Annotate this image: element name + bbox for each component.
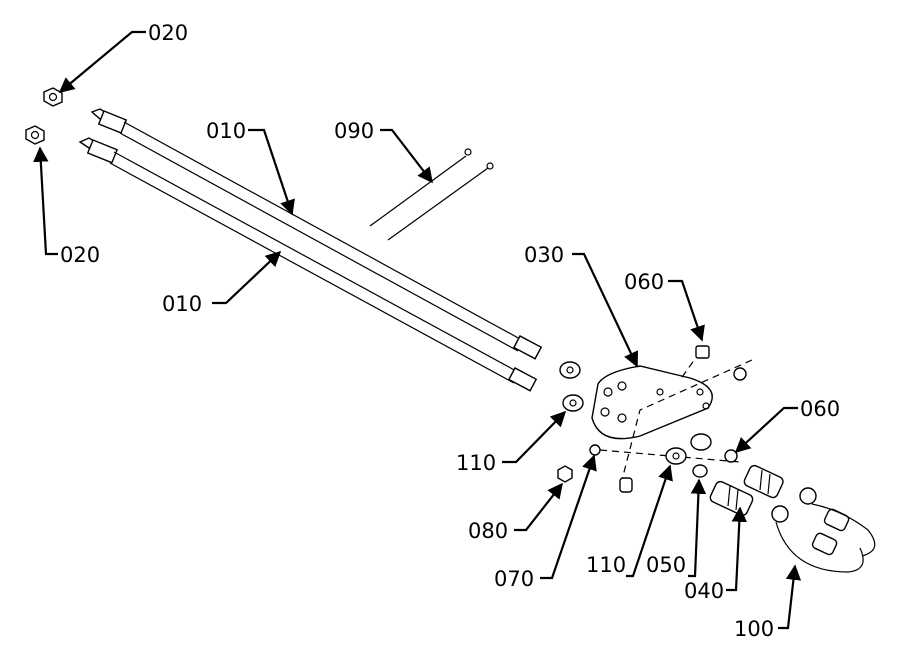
callout-020-top: 020: [148, 21, 188, 45]
leader-080: [514, 482, 563, 532]
bolt: [619, 477, 633, 493]
nut-080: [557, 465, 573, 483]
screw-070: [589, 444, 601, 456]
callout-110-bottom: 110: [586, 553, 626, 577]
washer-050: [692, 464, 708, 478]
fitting-060-top: [695, 345, 747, 381]
callout-100: 100: [734, 617, 774, 641]
callout-040: 040: [684, 579, 724, 603]
callout-060-right: 060: [800, 397, 840, 421]
callout-110-left: 110: [456, 451, 496, 475]
washers-110-left: [559, 361, 584, 412]
leader-020-top: [58, 30, 146, 93]
leader-050: [688, 478, 707, 578]
rod-010-upper: [90, 108, 543, 360]
leader-100: [778, 564, 802, 630]
dust-caps-100: [771, 487, 876, 573]
rod-010-lower: [78, 137, 538, 392]
leader-010-bottom: [212, 250, 282, 305]
leader-070: [540, 454, 597, 580]
callout-010-top: 010: [206, 119, 246, 143]
leader-090: [380, 128, 433, 184]
leader-010-top: [248, 128, 295, 216]
cable-ties-090: [369, 148, 494, 241]
nut-020-top: [43, 87, 63, 107]
leader-110-left: [502, 410, 567, 464]
callout-060-top: 060: [624, 270, 664, 294]
washers-110-right: [665, 433, 712, 465]
bracket-030: [591, 365, 713, 440]
callout-080: 080: [468, 519, 508, 543]
callout-050: 050: [646, 553, 686, 577]
callout-020-left: 020: [60, 243, 100, 267]
callout-090: 090: [334, 119, 374, 143]
nut-020-left: [25, 125, 45, 145]
callout-030: 030: [524, 243, 564, 267]
leader-030: [572, 252, 639, 368]
leader-020-left: [33, 146, 58, 256]
leader-060-top: [668, 279, 705, 342]
leader-060-right: [734, 406, 798, 454]
leader-110-bottom: [626, 464, 673, 578]
fitting-060-right: [724, 449, 738, 463]
callout-010-bottom: 010: [162, 292, 202, 316]
callout-070: 070: [494, 567, 534, 591]
leader-040: [726, 506, 748, 592]
